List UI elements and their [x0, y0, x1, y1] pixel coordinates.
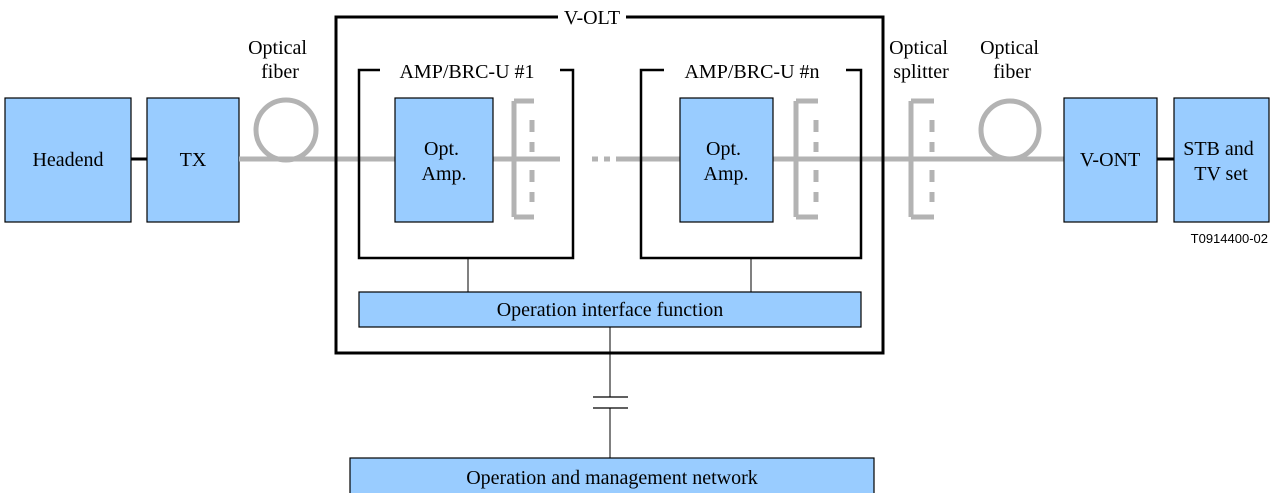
opt-amp-1-line-2: Amp. — [422, 163, 467, 185]
tx-box — [146, 97, 240, 223]
management-network-box — [349, 457, 875, 493]
optical-fiber-2-line-2: fiber — [993, 61, 1031, 83]
opt-amp-1-line-1: Opt. — [424, 138, 459, 160]
opt-amp-n-line-2: Amp. — [704, 163, 749, 185]
branch-1-bracket — [511, 98, 535, 220]
opt-amp-1-label: Opt. Amp. — [422, 138, 467, 185]
optical-splitter-line-2: splitter — [893, 61, 949, 83]
stb-line-1: STB and — [1183, 138, 1254, 160]
operation-interface-box — [358, 291, 862, 328]
stb-box — [1173, 97, 1270, 223]
optical-fiber-2-line-1: Optical — [980, 37, 1039, 59]
opt-amp-1-box — [394, 97, 494, 223]
volt-label-bg — [558, 6, 626, 28]
optical-fiber-1-coil — [253, 97, 319, 163]
amp-brc-1-label: AMP/BRC-U #1 — [399, 61, 534, 83]
optical-fiber-2-label: Optical fiber — [980, 37, 1044, 83]
optical-splitter-line-1: Optical — [889, 37, 948, 59]
opt-amp-n-line-1: Opt. — [706, 138, 741, 160]
amp-brc-n-label-bg — [664, 60, 846, 82]
opt-amp-n-label: Opt. Amp. — [704, 138, 749, 185]
amp-brc-n-label: AMP/BRC-U #n — [684, 61, 819, 83]
headend-box — [4, 97, 132, 223]
figure-code: T0914400-02 — [1191, 231, 1268, 246]
stb-line-2: TV set — [1194, 163, 1248, 185]
vont-label: V-ONT — [1080, 149, 1140, 171]
optical-splitter-label: Optical splitter — [889, 37, 953, 83]
optical-fiber-2-coil — [978, 98, 1042, 162]
optical-fiber-1-line-1: Optical — [248, 37, 307, 59]
headend-label: Headend — [32, 149, 103, 171]
management-network-label: Operation and management network — [466, 467, 758, 489]
amp-brc-1-label-bg — [380, 60, 560, 82]
vont-box — [1063, 97, 1158, 223]
stb-label: STB and TV set — [1183, 138, 1259, 185]
volt-label: V-OLT — [564, 7, 620, 29]
opt-amp-n-box — [679, 97, 774, 223]
optical-splitter-bracket — [908, 98, 935, 220]
optical-fiber-1-line-2: fiber — [261, 61, 299, 83]
optical-fiber-1-label: Optical fiber — [248, 37, 312, 83]
tx-label: TX — [180, 149, 207, 171]
branch-n-bracket — [793, 98, 819, 220]
operation-interface-label: Operation interface function — [497, 299, 724, 321]
